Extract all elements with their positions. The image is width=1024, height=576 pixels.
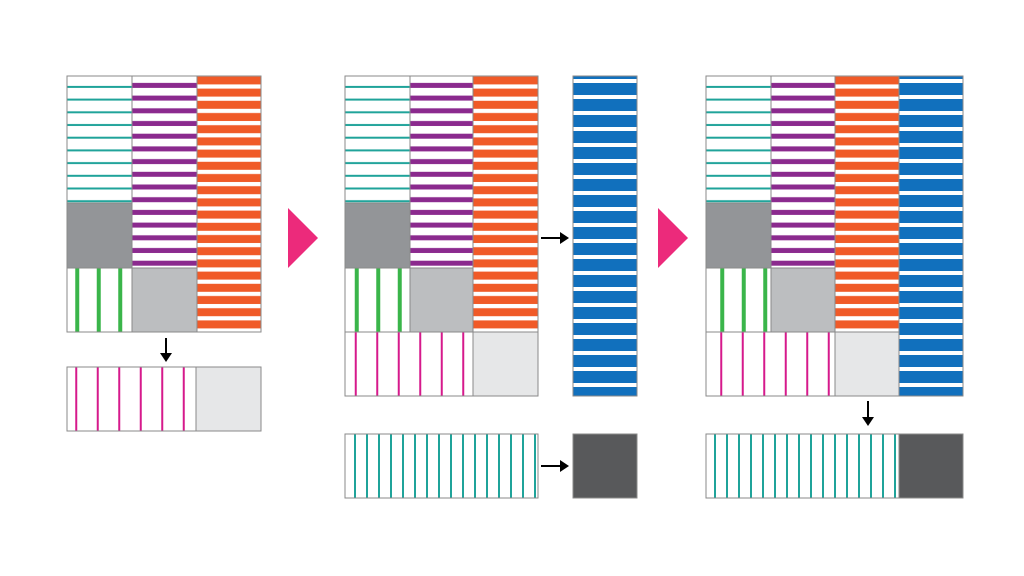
pink-step-arrow-1 bbox=[288, 208, 318, 268]
green-vertical-block bbox=[66, 267, 133, 333]
teal-horizontal-block bbox=[344, 75, 411, 204]
pink-step-arrow-2 bbox=[658, 208, 688, 268]
green-vertical-block bbox=[705, 267, 772, 333]
light-gray-block bbox=[131, 267, 198, 333]
teal-vertical-block bbox=[344, 433, 539, 499]
pale-gray-block bbox=[195, 366, 262, 432]
right-arrow bbox=[541, 232, 569, 244]
gray-block bbox=[66, 202, 133, 269]
pale-gray-block bbox=[472, 331, 539, 397]
light-gray-block bbox=[409, 267, 474, 333]
blue-horizontal-block bbox=[572, 75, 638, 397]
magenta-vertical-block bbox=[66, 366, 197, 432]
teal-horizontal-block bbox=[705, 75, 772, 204]
orange-horizontal-block bbox=[472, 75, 539, 333]
down-arrow bbox=[862, 401, 874, 426]
light-gray-block bbox=[770, 267, 836, 333]
gray-block bbox=[344, 202, 411, 269]
purple-horizontal-block bbox=[770, 75, 836, 269]
dark-gray-block bbox=[898, 433, 964, 499]
teal-horizontal-block bbox=[66, 75, 133, 204]
teal-vertical-block bbox=[705, 433, 900, 499]
pale-gray-block bbox=[834, 331, 900, 397]
orange-horizontal-block bbox=[196, 75, 262, 333]
right-arrow bbox=[541, 460, 569, 472]
purple-horizontal-block bbox=[131, 75, 198, 269]
purple-horizontal-block bbox=[409, 75, 474, 269]
orange-horizontal-block bbox=[834, 75, 900, 333]
gray-block bbox=[705, 202, 772, 269]
magenta-vertical-block bbox=[344, 331, 474, 397]
dark-gray-block bbox=[572, 433, 638, 499]
green-vertical-block bbox=[344, 267, 411, 333]
blue-horizontal-block bbox=[898, 75, 964, 397]
magenta-vertical-block bbox=[705, 331, 836, 397]
down-arrow bbox=[160, 338, 172, 362]
